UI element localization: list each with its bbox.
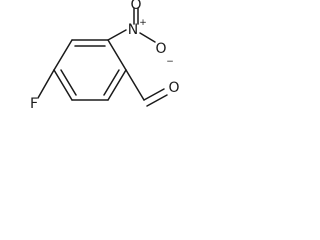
chemical-structure: F N + O O − O	[30, 0, 180, 112]
nitro-oxygen-right-label: O	[155, 41, 166, 57]
ring-bond-6	[53, 39, 73, 71]
atom-label-layer: F N + O O − O	[30, 0, 180, 112]
ring-bond-3	[107, 69, 127, 101]
aldehyde-c-bond	[125, 69, 145, 101]
nitro-oxygen-right-charge: −	[166, 57, 174, 67]
bond-layer	[37, 7, 168, 107]
nitro-nitrogen-label: N	[128, 22, 138, 38]
fluorine-label: F	[30, 96, 38, 112]
nitro-oxygen-top-label: O	[130, 0, 141, 13]
nitro-bond	[107, 29, 127, 41]
aldehyde-oxygen-label: O	[168, 80, 179, 96]
aldehyde-co-double-bond-b	[146, 94, 168, 107]
aldehyde-co-double-bond-a	[143, 88, 165, 101]
nitro-no-single-bond	[139, 32, 156, 43]
ring-bond-2	[107, 39, 127, 71]
ring-bond-5	[53, 69, 73, 101]
fluoro-bond	[37, 69, 55, 99]
ring-bond-5-inner	[60, 69, 77, 96]
ring-bond-3-inner	[103, 69, 120, 96]
nitro-nitrogen-charge: +	[139, 18, 147, 28]
